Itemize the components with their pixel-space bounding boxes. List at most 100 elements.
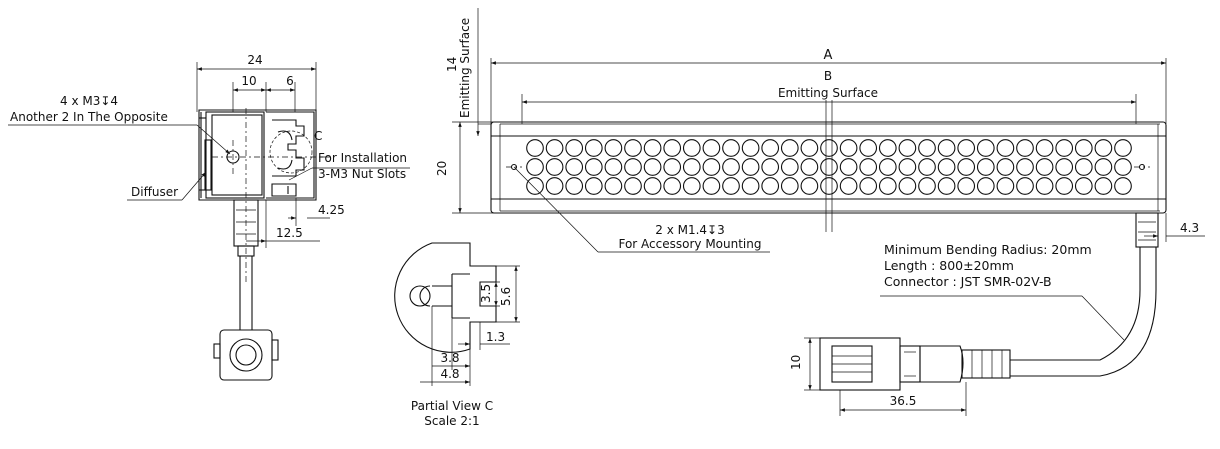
hole-label-line2: For Accessory Mounting [618, 237, 761, 251]
led-lens [1055, 139, 1074, 157]
led-lens [761, 139, 780, 157]
led-lens [820, 177, 838, 195]
led-lens [839, 158, 858, 176]
partial-view-title-1: Partial View C [411, 399, 493, 413]
led-lens [918, 139, 936, 157]
led-lens [702, 139, 721, 157]
led-lens [1094, 177, 1113, 195]
dim-b-sub-label: Emitting Surface [778, 86, 878, 100]
led-lens [643, 158, 662, 176]
led-lens [761, 177, 780, 195]
led-lens [722, 177, 740, 195]
dim-a-label: A [824, 48, 833, 63]
led-lens [1035, 177, 1054, 195]
led-lens [624, 139, 642, 157]
led-lens [937, 139, 956, 157]
led-lens [663, 139, 682, 157]
led-lens [584, 139, 603, 157]
led-lens [604, 139, 623, 157]
led-lens [624, 158, 642, 176]
led-lens [722, 158, 740, 176]
led-lens [1114, 158, 1132, 176]
install-label-line1: For Installation [318, 151, 407, 165]
diffuser-label: Diffuser [131, 185, 178, 199]
led-lens [780, 139, 799, 157]
led-lens [545, 177, 564, 195]
led-lens [859, 158, 878, 176]
m3-label-line2: Another 2 In The Opposite [10, 110, 168, 124]
led-lens [800, 139, 819, 157]
dim-10-label: 10 [241, 74, 256, 88]
dim-4-3-label: 4.3 [1180, 221, 1199, 235]
led-lens [643, 139, 662, 157]
led-lens [839, 139, 858, 157]
side-view: 24 10 6 C 4 [8, 53, 410, 381]
led-lens [957, 177, 976, 195]
led-lens [1016, 139, 1034, 157]
led-lens [565, 158, 584, 176]
led-lens [1074, 177, 1093, 195]
led-lens [1016, 177, 1034, 195]
led-lens [565, 177, 584, 195]
led-lens [859, 177, 878, 195]
led-lens [839, 177, 858, 195]
cable-assembly: 10 36.5 Minimum Bending Radius: 20mm Len… [789, 242, 1157, 416]
led-lens [800, 158, 819, 176]
led-lens [976, 158, 995, 176]
dim-4-25-label: 4.25 [318, 203, 345, 217]
led-lens [996, 177, 1015, 195]
dim-10-connector-label: 10 [789, 355, 803, 370]
led-lens [526, 177, 544, 195]
dim-4-8-label: 4.8 [440, 367, 459, 381]
dim-5-6-label: 5.6 [499, 287, 513, 306]
led-lens [859, 139, 878, 157]
dim-3-5-label: 3.5 [479, 284, 493, 303]
led-lens [682, 177, 701, 195]
led-array [526, 139, 1132, 195]
led-lens [702, 177, 721, 195]
led-lens [526, 139, 544, 157]
led-lens [682, 158, 701, 176]
led-lens [604, 177, 623, 195]
led-lens [663, 177, 682, 195]
led-lens [898, 139, 917, 157]
partial-view-title-2: Scale 2:1 [424, 414, 479, 428]
led-lens [545, 139, 564, 157]
dim-24-label: 24 [247, 53, 262, 67]
led-lens [996, 139, 1015, 157]
install-label-line2: 3-M3 Nut Slots [318, 167, 406, 181]
dim-3-8-label: 3.8 [440, 351, 459, 365]
led-lens [741, 158, 760, 176]
led-lens [937, 177, 956, 195]
led-lens [780, 177, 799, 195]
led-lens [643, 177, 662, 195]
led-lens [918, 177, 936, 195]
led-lens [878, 177, 897, 195]
led-lens [1074, 158, 1093, 176]
led-lens [565, 139, 584, 157]
led-lens [780, 158, 799, 176]
front-view: A B Emitting Surface 14 Emitting Surface… [435, 8, 1205, 253]
led-lens [682, 139, 701, 157]
led-lens [800, 177, 819, 195]
led-lens [976, 177, 995, 195]
cable-spec-line2: Length : 800±20mm [884, 258, 1014, 273]
led-lens [976, 139, 995, 157]
led-lens [584, 158, 603, 176]
led-lens [957, 158, 976, 176]
dim-b-label: B [824, 69, 832, 83]
led-lens [741, 177, 760, 195]
led-lens [1114, 139, 1132, 157]
led-lens [1114, 177, 1132, 195]
m3-label-line1: 4 x M3↧4 [60, 94, 118, 108]
led-lens [526, 158, 544, 176]
led-lens [1055, 177, 1074, 195]
dim-1-3-label: 1.3 [486, 330, 505, 344]
led-lens [898, 158, 917, 176]
cable-spec-line1: Minimum Bending Radius: 20mm [884, 242, 1092, 257]
led-lens [741, 139, 760, 157]
dim-20-label: 20 [435, 161, 449, 176]
dim-14-label: 14 [445, 57, 459, 72]
led-lens [878, 139, 897, 157]
